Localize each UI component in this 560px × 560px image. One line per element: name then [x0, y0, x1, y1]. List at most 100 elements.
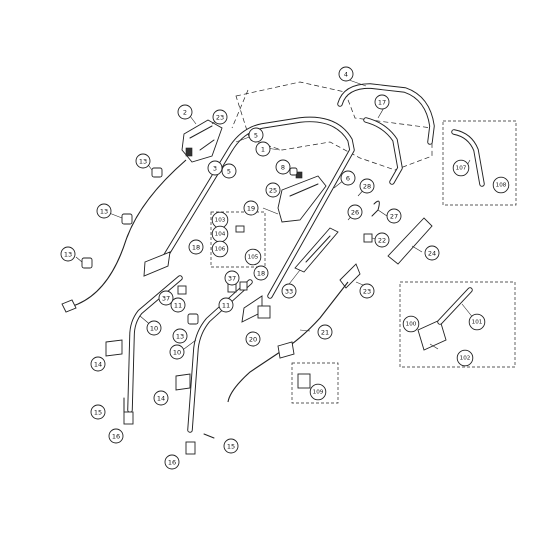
callout-circle	[243, 200, 259, 216]
callout-24: 24	[424, 245, 440, 261]
callout-25: 25	[265, 182, 281, 198]
bracket-23	[339, 263, 361, 289]
callout-circle	[338, 66, 354, 82]
callout-19: 19	[243, 200, 259, 216]
callout-21: 21	[317, 324, 333, 340]
callout-label: 18	[192, 244, 200, 252]
callout-label: 102	[460, 356, 471, 362]
part-8	[289, 167, 298, 176]
callout-11b: 11	[218, 297, 234, 313]
callout-23: 23	[212, 109, 228, 125]
cable-clip-2	[121, 213, 133, 225]
lower-handle-left	[127, 275, 183, 413]
part-20	[257, 305, 271, 319]
bail-lever	[337, 83, 435, 145]
callout-circle	[317, 324, 333, 340]
callout-label: 105	[248, 255, 259, 261]
callout-33: 33	[281, 283, 297, 299]
knob-16a	[123, 411, 134, 425]
callout-label: 4	[344, 71, 348, 79]
callout-circle	[108, 428, 124, 444]
callout-103: 103	[211, 211, 229, 229]
callout-label: 13	[100, 208, 108, 216]
callout-13a: 13	[135, 153, 151, 169]
callout-label: 1	[261, 146, 265, 154]
callout-14a: 14	[90, 356, 106, 372]
callout-circle	[135, 153, 151, 169]
callout-13c: 13	[60, 246, 76, 262]
callout-circle	[468, 313, 486, 331]
callout-107: 107	[452, 159, 470, 177]
assembly-dashed-outline	[231, 81, 433, 171]
callout-circle	[146, 320, 162, 336]
callout-label: 18	[257, 270, 265, 278]
callout-10b: 10	[169, 344, 185, 360]
callout-label: 14	[157, 395, 165, 403]
callout-label: 100	[406, 322, 417, 328]
callout-label: 11	[222, 302, 230, 310]
callout-circle	[158, 290, 174, 306]
callout-circle	[374, 232, 390, 248]
callout-label: 33	[285, 288, 293, 296]
callout-label: 37	[228, 275, 236, 283]
callout-105: 105	[244, 248, 262, 266]
callout-label: 19	[247, 205, 255, 213]
callout-109: 109	[309, 383, 327, 401]
upper-handle	[159, 116, 355, 299]
callout-circle	[211, 240, 229, 258]
callout-label: 16	[112, 433, 120, 441]
callout-circle	[96, 203, 112, 219]
callout-circle	[60, 246, 76, 262]
callout-label: 25	[269, 187, 277, 195]
callout-circle	[153, 390, 169, 406]
callout-label: 20	[249, 336, 257, 344]
callout-6: 6	[340, 170, 356, 186]
callout-label: 13	[139, 158, 147, 166]
callout-circle	[170, 297, 186, 313]
callout-13b: 13	[96, 203, 112, 219]
callout-circle	[188, 239, 204, 255]
callout-label: 15	[94, 409, 102, 417]
callout-label: 28	[363, 183, 371, 191]
callout-circle	[265, 182, 281, 198]
callout-label: 5	[254, 132, 258, 140]
callout-circle	[90, 404, 106, 420]
callout-106: 106	[211, 240, 229, 258]
callout-circle	[456, 349, 474, 367]
callout-circle	[402, 315, 420, 333]
callout-28: 28	[359, 178, 375, 194]
screw-15b	[203, 433, 215, 439]
callout-2: 2	[177, 104, 193, 120]
callout-label: 107	[456, 166, 467, 172]
callout-circle	[374, 94, 390, 110]
callout-23b: 23	[359, 283, 375, 299]
callout-label: 37	[162, 295, 170, 303]
cable-clamp	[277, 341, 295, 359]
part-104	[235, 225, 245, 233]
callout-16a: 16	[108, 428, 124, 444]
callout-13d: 13	[172, 328, 188, 344]
callout-circle	[359, 178, 375, 194]
callout-11a: 11	[170, 297, 186, 313]
leader-lines	[75, 79, 475, 353]
clamp-14b	[175, 373, 191, 391]
washer-22	[363, 233, 373, 243]
callout-17: 17	[374, 94, 390, 110]
callout-3: 3	[207, 160, 223, 176]
callout-5a: 5	[248, 127, 264, 143]
callout-label: 11	[174, 302, 182, 310]
callout-label: 3	[213, 165, 217, 173]
callout-4: 4	[338, 66, 354, 82]
callout-label: 2	[183, 109, 187, 117]
lever-17	[363, 117, 403, 185]
callout-circle	[309, 383, 327, 401]
callout-circle	[386, 208, 402, 224]
callout-label: 5	[227, 168, 231, 176]
handle-plate-left	[143, 251, 171, 277]
callout-22: 22	[374, 232, 390, 248]
cover-24	[387, 217, 433, 265]
spring-27	[371, 200, 380, 217]
callout-label: 22	[378, 237, 386, 245]
callout-circle	[359, 283, 375, 299]
